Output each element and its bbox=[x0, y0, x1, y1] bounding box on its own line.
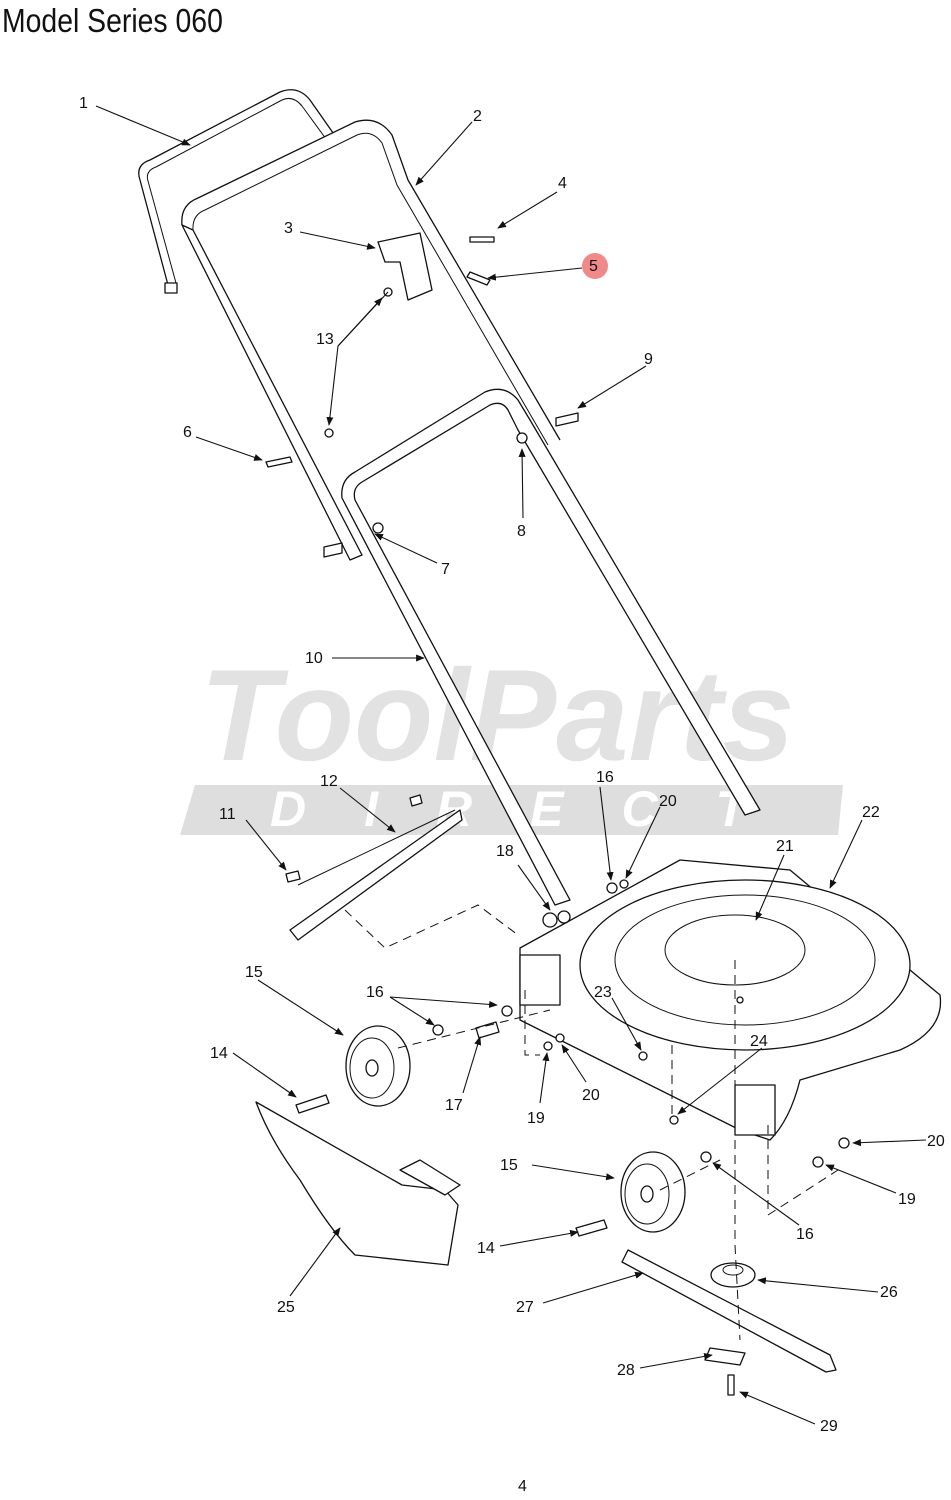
callout-17: 17 bbox=[445, 1097, 463, 1114]
callout-5: 5 bbox=[589, 258, 598, 275]
callout-6: 6 bbox=[183, 424, 192, 441]
blade-adapter-part-26 bbox=[710, 1262, 756, 1288]
callout-11: 11 bbox=[219, 806, 236, 823]
callout-16c: 16 bbox=[796, 1226, 814, 1243]
callout-25: 25 bbox=[277, 1299, 295, 1316]
wheel-part-15-right bbox=[620, 1151, 686, 1233]
callout-8: 8 bbox=[517, 523, 526, 540]
upper-handle-part-2 bbox=[181, 119, 561, 561]
callout-16a: 16 bbox=[596, 769, 614, 786]
bail-hardware bbox=[265, 236, 579, 558]
callout-22: 22 bbox=[862, 804, 880, 821]
callout-14b: 14 bbox=[477, 1240, 495, 1257]
blade-part-27 bbox=[621, 1249, 837, 1373]
callout-21: 21 bbox=[776, 838, 794, 855]
callout-20b: 20 bbox=[582, 1087, 600, 1104]
callout-16b: 16 bbox=[366, 984, 384, 1001]
wheel-part-15-left bbox=[345, 1025, 411, 1107]
callout-20a: 20 bbox=[659, 793, 677, 810]
callout-18: 18 bbox=[496, 843, 514, 860]
callout-15b: 15 bbox=[500, 1157, 518, 1174]
side-discharge-part-25 bbox=[255, 1101, 461, 1266]
assembly-lines bbox=[344, 904, 839, 1341]
callout-15a: 15 bbox=[245, 964, 263, 981]
blade-hardware bbox=[704, 1347, 746, 1396]
small-hardware bbox=[295, 879, 850, 1237]
callout-14a: 14 bbox=[210, 1045, 228, 1062]
callout-10: 10 bbox=[305, 650, 323, 667]
callout-29: 29 bbox=[820, 1418, 838, 1435]
lower-handle-part-10 bbox=[341, 388, 761, 906]
callout-9: 9 bbox=[644, 351, 653, 368]
callout-1: 1 bbox=[79, 95, 88, 112]
callout-7: 7 bbox=[441, 561, 450, 578]
callout-leaders bbox=[95, 105, 927, 1425]
watermark-line2: DIRECT bbox=[270, 781, 804, 837]
callout-4: 4 bbox=[558, 175, 567, 192]
highlight-marker bbox=[582, 253, 608, 279]
callout-24: 24 bbox=[750, 1033, 768, 1050]
page-number: 4 bbox=[518, 1478, 527, 1495]
callout-12: 12 bbox=[320, 773, 338, 790]
callout-19b: 19 bbox=[898, 1191, 916, 1208]
callout-26: 26 bbox=[880, 1284, 898, 1301]
rear-flap-part-12 bbox=[285, 794, 463, 941]
callout-28: 28 bbox=[617, 1362, 635, 1379]
page-title: Model Series 060 bbox=[2, 2, 223, 39]
callout-20c: 20 bbox=[927, 1133, 945, 1150]
callout-23: 23 bbox=[594, 984, 612, 1001]
callout-labels: 1 2 3 4 5 6 7 8 9 10 11 12 13 14 14 15 1… bbox=[79, 95, 945, 1435]
callout-27: 27 bbox=[516, 1299, 534, 1316]
mower-deck-part-22 bbox=[519, 859, 942, 1141]
callout-2: 2 bbox=[473, 108, 482, 125]
callout-13: 13 bbox=[316, 331, 334, 348]
control-part-3 bbox=[377, 232, 433, 301]
callout-19a: 19 bbox=[527, 1110, 545, 1127]
callout-3: 3 bbox=[284, 220, 293, 237]
